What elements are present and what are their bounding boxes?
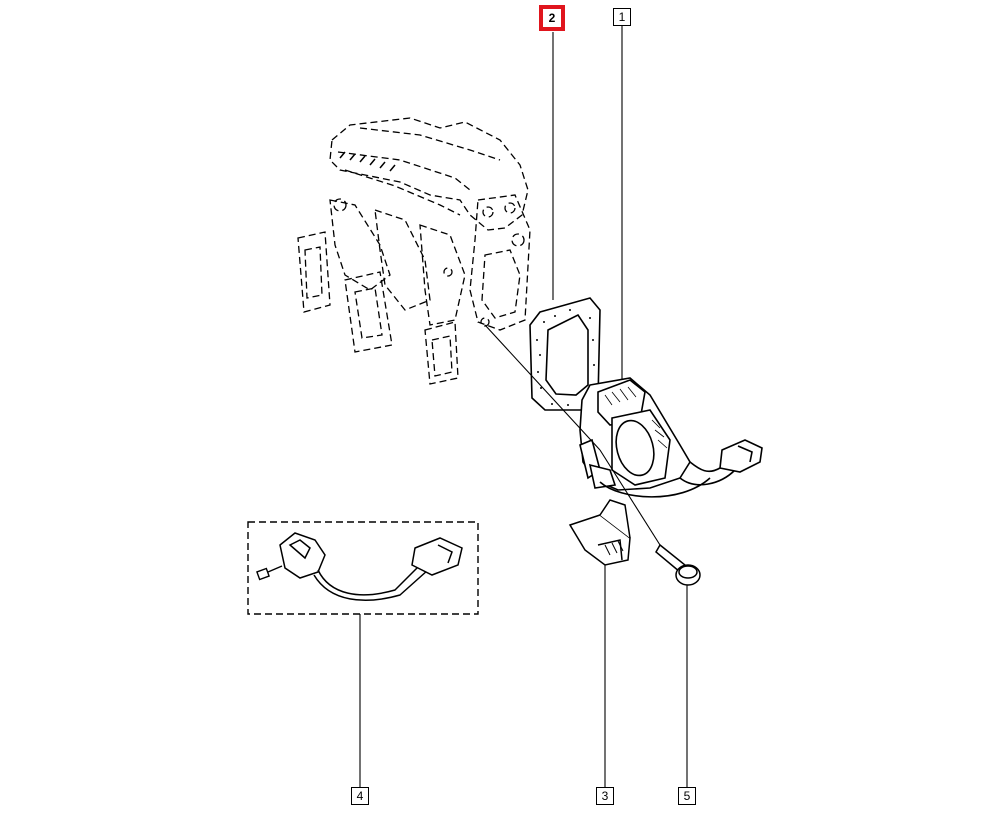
callout-5[interactable]: 5 [678,787,696,805]
throttle-body-hatching [604,386,668,449]
throttle-body-connector [719,439,763,473]
sensor-connector [411,537,463,576]
bracket-hatching [604,540,624,556]
throttle-body [579,377,691,491]
bolt-part [655,543,701,586]
manifold-ribs [339,151,396,172]
callout-1[interactable]: 1 [613,8,631,26]
position-sensor [279,532,326,579]
callout-3[interactable]: 3 [596,787,614,805]
sensor-screw [256,565,283,581]
bracket-part [568,499,631,566]
callout-2-selected[interactable]: 2 [539,5,565,31]
kit-group-box [247,521,479,615]
sensor-harness [313,564,429,601]
throttle-gasket [529,297,601,411]
callout-4[interactable]: 4 [351,787,369,805]
leader-lines [359,25,688,787]
intake-manifold-outline [297,117,531,385]
